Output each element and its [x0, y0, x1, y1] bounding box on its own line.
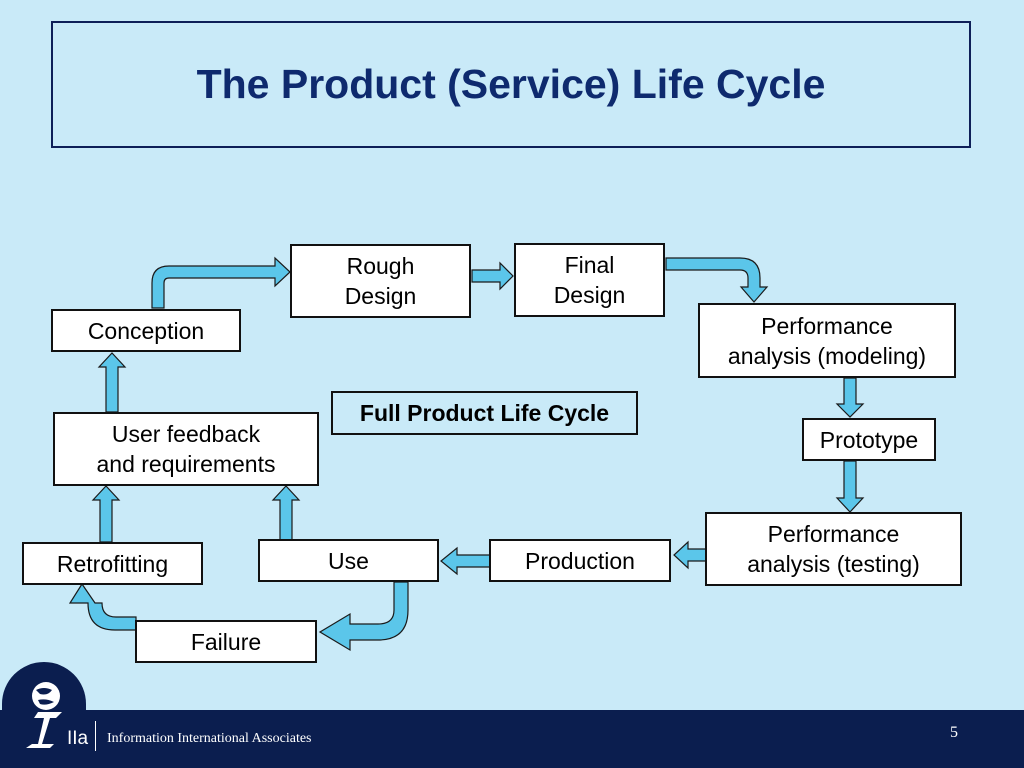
- globe-logo-icon: [26, 682, 62, 748]
- footer-bar: [0, 710, 1024, 768]
- node-prototype: Prototype: [802, 418, 936, 461]
- footer-company-name: Information International Associates: [107, 731, 312, 746]
- node-retrofitting: Retrofitting: [22, 542, 203, 585]
- node-use: Use: [258, 539, 439, 582]
- arrow-failure-to-retrofitting: [68, 582, 137, 631]
- page-number: 5: [950, 724, 958, 741]
- arrow-perf-testing-to-production: [673, 540, 707, 570]
- arrow-prototype-to-perf-testing: [835, 460, 865, 513]
- arrow-use-to-user-feedback: [271, 485, 301, 541]
- node-failure: Failure: [135, 620, 317, 663]
- node-user-feedback: User feedback and requirements: [53, 412, 319, 486]
- arrow-retrofitting-to-user-feedback: [91, 485, 121, 543]
- title-box: The Product (Service) Life Cycle: [51, 21, 971, 148]
- node-performance-analysis-testing: Performance analysis (testing): [705, 512, 962, 586]
- arrow-use-to-failure: [318, 581, 409, 652]
- arrow-rough-to-final-design: [471, 261, 514, 291]
- node-conception: Conception: [51, 309, 241, 352]
- center-label: Full Product Life Cycle: [331, 391, 638, 435]
- footer-divider: [95, 721, 96, 751]
- arrow-perf-modeling-to-prototype: [835, 377, 865, 418]
- arrow-user-feedback-to-conception: [97, 352, 127, 413]
- arrow-final-design-to-perf-modeling: [665, 257, 769, 303]
- logo-background: [2, 662, 86, 758]
- node-production: Production: [489, 539, 671, 582]
- node-rough-design: Rough Design: [290, 244, 471, 318]
- node-performance-analysis-modeling: Performance analysis (modeling): [698, 303, 956, 378]
- slide-title: The Product (Service) Life Cycle: [196, 61, 826, 107]
- footer-brand: IIa: [67, 728, 89, 749]
- node-final-design: Final Design: [514, 243, 665, 317]
- arrow-conception-to-rough-design: [151, 256, 291, 309]
- arrow-production-to-use: [440, 546, 491, 576]
